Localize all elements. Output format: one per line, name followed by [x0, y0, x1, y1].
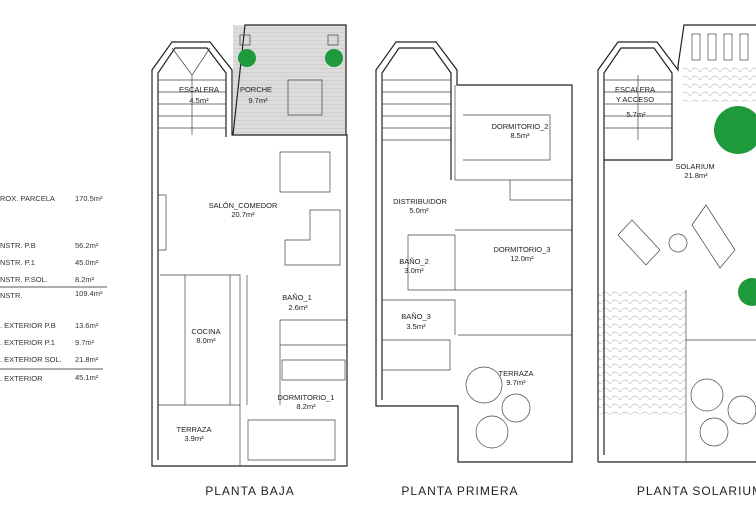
plan-title: PLANTA PRIMERA	[401, 484, 518, 498]
room-area: 9.7m²	[506, 378, 526, 387]
table-label: ROX. PARCELA	[0, 194, 55, 203]
room-area: 3.5m²	[406, 322, 426, 331]
table-value: 8.2m²	[75, 275, 95, 284]
room-area: 2.6m²	[288, 303, 308, 312]
room-name: PORCHE	[240, 85, 272, 94]
room-area: 8.0m²	[196, 336, 216, 345]
table-label: NSTR.	[0, 291, 23, 300]
room-area: 5.7m²	[626, 110, 646, 119]
table-value: 21.8m²	[75, 355, 99, 364]
table-label: . EXTERIOR P.B	[0, 321, 56, 330]
room-name-line2: Y ACCESO	[616, 95, 654, 104]
plan-title: PLANTA BAJA	[205, 484, 294, 498]
plan-planta-solarium: ESCALERA Y ACCESO 5.7m² SOLARIUM 21.8m² …	[597, 24, 756, 498]
roof-tiles	[599, 290, 686, 415]
room-name: COCINA	[191, 327, 220, 336]
room-area: 21.8m²	[684, 171, 708, 180]
room-name: DISTRIBUIDOR	[393, 197, 447, 206]
room-area: 3.9m²	[184, 434, 204, 443]
room-area: 20.7m²	[231, 210, 255, 219]
palm-plant-icon	[714, 106, 756, 154]
table-value: 13.6m²	[75, 321, 99, 330]
table-label: NSTR. P.SOL.	[0, 275, 48, 284]
room-name: ESCALERA	[179, 85, 219, 94]
table-value: 9.7m²	[75, 338, 95, 347]
room-area: 8.5m²	[510, 131, 530, 140]
room-area: 9.7m²	[248, 96, 268, 105]
plan-title: PLANTA SOLARIUM	[637, 484, 756, 498]
room-name: BAÑO_2	[399, 257, 429, 266]
table-value: 56.2m²	[75, 241, 99, 250]
table-label: . EXTERIOR SOL.	[0, 355, 62, 364]
plant-icon	[238, 49, 256, 67]
room-name: SALÓN_COMEDOR	[209, 201, 278, 210]
table-value: 170.5m²	[75, 194, 103, 203]
room-name: ESCALERA	[615, 85, 655, 94]
palm-plant-icon	[738, 278, 756, 306]
summary-table: ROX. PARCELA 170.5m² NSTR. P.B 56.2m² NS…	[0, 194, 107, 383]
table-label: NSTR. P.1	[0, 258, 35, 267]
room-name: BAÑO_3	[401, 312, 431, 321]
room-name: TERRAZA	[176, 425, 211, 434]
table-value: 45.0m²	[75, 258, 99, 267]
plant-icon	[325, 49, 343, 67]
room-name: DORMITORIO_2	[492, 122, 549, 131]
roof-tiles	[683, 66, 756, 102]
room-name: TERRAZA	[498, 369, 533, 378]
table-label: . EXTERIOR P.1	[0, 338, 55, 347]
plan-planta-primera: DORMITORIO_2 8.5m² DISTRIBUIDOR 5.0m² DO…	[375, 41, 573, 498]
room-area: 3.0m²	[404, 266, 424, 275]
room-name: SOLARIUM	[675, 162, 714, 171]
room-area: 12.0m²	[510, 254, 534, 263]
room-area: 8.2m²	[296, 402, 316, 411]
table-value: 45.1m²	[75, 373, 99, 382]
room-area: 4.5m²	[189, 96, 209, 105]
table-value: 109.4m²	[75, 289, 103, 298]
room-area: 5.0m²	[409, 206, 429, 215]
plan-planta-baja: ESCALERA 4.5m² PORCHE 9.7m² SALÓN_COMEDO…	[151, 24, 348, 498]
table-label: . EXTERIOR	[0, 374, 43, 383]
room-name: DORMITORIO_1	[278, 393, 335, 402]
table-label: NSTR. P.B	[0, 241, 36, 250]
room-name: DORMITORIO_3	[494, 245, 551, 254]
room-name: BAÑO_1	[282, 293, 312, 302]
